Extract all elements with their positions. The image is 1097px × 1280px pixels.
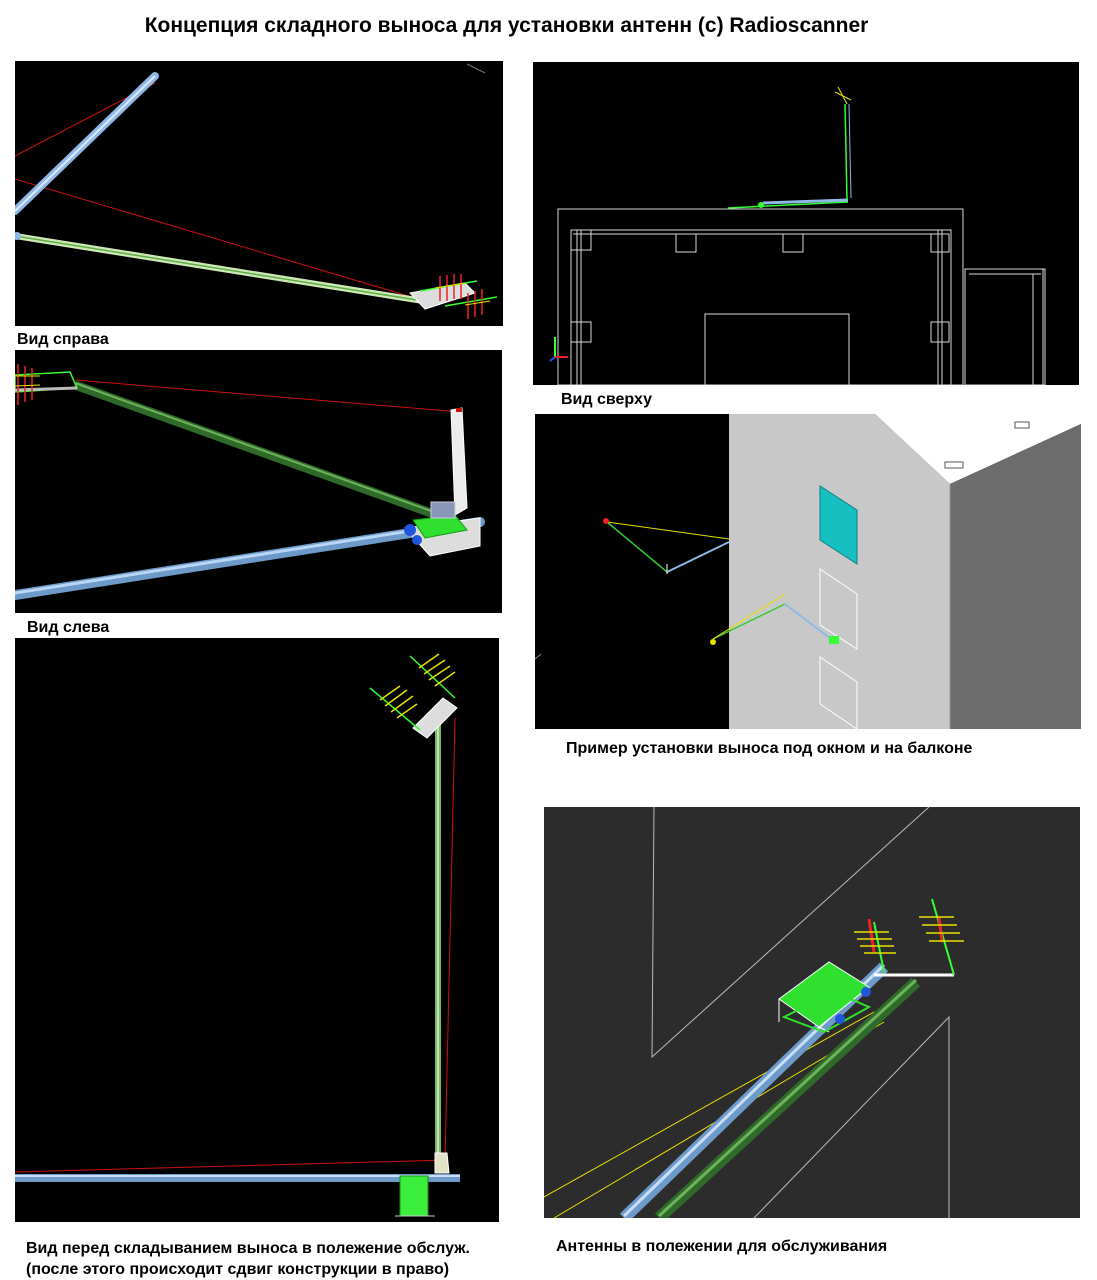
installation-example-render <box>535 414 1081 729</box>
right-view-panel <box>15 61 503 326</box>
left-view-render <box>15 364 485 600</box>
page-title: Концепция складного выноса для установки… <box>144 14 869 37</box>
installation-example-panel <box>535 414 1081 729</box>
before-folding-caption: Вид перед складыванием выноса в полежени… <box>26 1238 470 1280</box>
top-view-render <box>549 86 1046 385</box>
top-view-panel <box>533 62 1079 385</box>
before-folding-view-render <box>15 653 460 1217</box>
before-folding-caption-line2: (после этого происходит сдвиг конструкци… <box>26 1261 450 1278</box>
right-view-caption: Вид справа <box>17 331 109 348</box>
service-position-render <box>544 807 964 1218</box>
left-view-panel <box>15 350 502 613</box>
before-folding-view-panel <box>15 638 499 1222</box>
top-view-caption: Вид сверху <box>561 391 652 408</box>
right-view-render <box>15 63 498 319</box>
before-folding-caption-line1: Вид перед складыванием выноса в полежени… <box>26 1240 470 1257</box>
service-position-caption: Антенны в полежении для обслуживания <box>556 1238 888 1255</box>
installation-example-caption: Пример установки выноса под окном и на б… <box>566 740 973 757</box>
service-position-panel <box>544 807 1080 1218</box>
left-view-caption: Вид слева <box>27 619 110 636</box>
